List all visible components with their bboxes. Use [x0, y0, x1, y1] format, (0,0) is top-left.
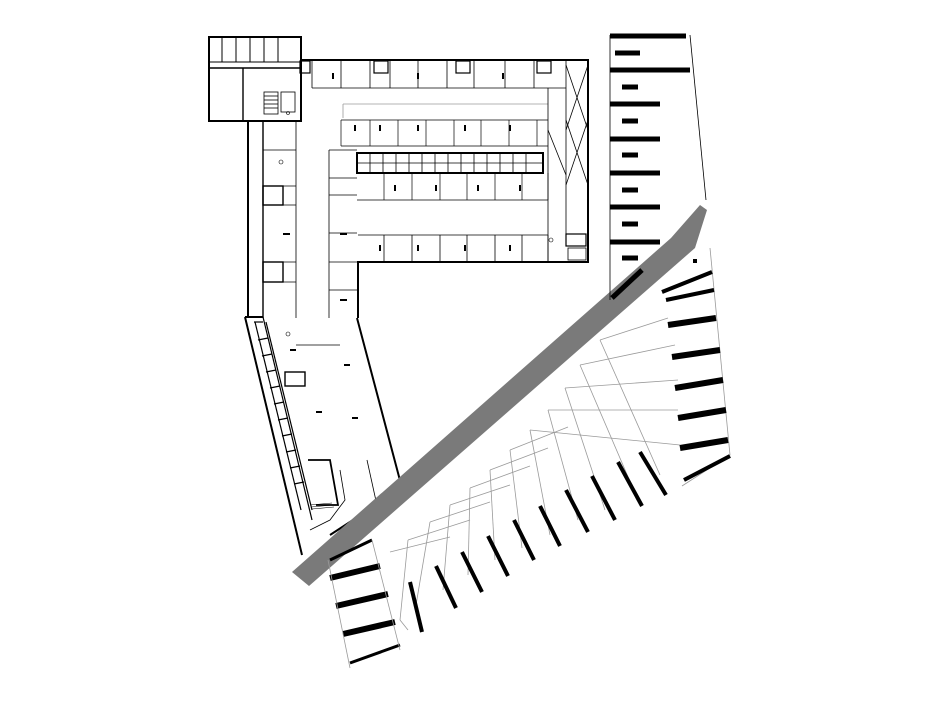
service-block-outline: [208, 36, 302, 122]
parking-stripes-right-column: [609, 33, 707, 300]
marker-dot: [693, 259, 697, 263]
parking-island: [340, 103, 549, 201]
access-ramp-band: [292, 205, 707, 586]
fan-stripes-diagonal: [408, 450, 668, 633]
island-bays: [357, 153, 543, 173]
service-rooms: [209, 37, 301, 63]
island-parking-stalls: [340, 119, 549, 201]
stair-icon: [567, 247, 587, 261]
bay-markers: [283, 73, 521, 419]
parking-column-left: [262, 121, 357, 318]
diagonal-wing: [254, 321, 379, 531]
fan-stripes-edge: [661, 270, 731, 482]
parking-row-top: [299, 60, 566, 89]
internal-ramp: [547, 60, 589, 262]
elevator-icon: [565, 233, 587, 247]
service-block: [208, 36, 302, 122]
stair-icon: [308, 459, 340, 506]
fan-stripes-right: [667, 315, 729, 451]
lower-left-outline: [327, 539, 401, 669]
parking-row-bottom: [358, 233, 587, 262]
parking-symbol-icon: [278, 111, 554, 337]
wing-cells: [254, 321, 313, 511]
stair-icon: [263, 91, 279, 115]
fan-stripes-lower-left: [329, 563, 396, 637]
elevator-icon: [280, 91, 296, 113]
aisle-guides: [342, 103, 548, 118]
parking-fan-lower-right: [327, 247, 731, 669]
fan-edge-lines: [329, 538, 401, 665]
stair-icon: [309, 502, 335, 510]
stripe-group: [610, 33, 690, 300]
